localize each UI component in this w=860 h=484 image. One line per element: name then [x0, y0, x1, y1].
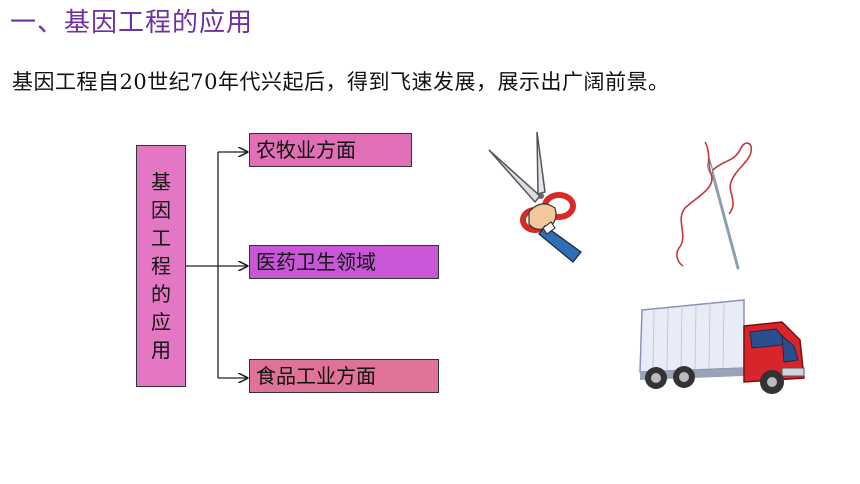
- scissors-icon: [488, 131, 582, 263]
- truck-icon: [639, 299, 805, 394]
- intro-text: 基因工程自20世纪70年代兴起后，得到飞速发展，展示出广阔前景。: [12, 70, 670, 94]
- root-char: 因: [151, 198, 171, 222]
- root-char: 的: [151, 282, 171, 306]
- branch-food-industry: 食品工业方面: [249, 359, 439, 393]
- needle-thread-icon: [676, 141, 753, 270]
- root-node: 基 因 工 程 的 应 用: [136, 145, 186, 387]
- branch-medicine: 医药卫生领域: [249, 245, 439, 279]
- branch-agriculture: 农牧业方面: [249, 133, 412, 167]
- root-char: 程: [151, 254, 171, 278]
- root-char: 基: [151, 170, 171, 194]
- page-title: 一、基因工程的应用: [10, 8, 254, 38]
- root-char: 工: [151, 226, 171, 250]
- root-char: 用: [151, 338, 171, 362]
- root-char: 应: [151, 310, 171, 334]
